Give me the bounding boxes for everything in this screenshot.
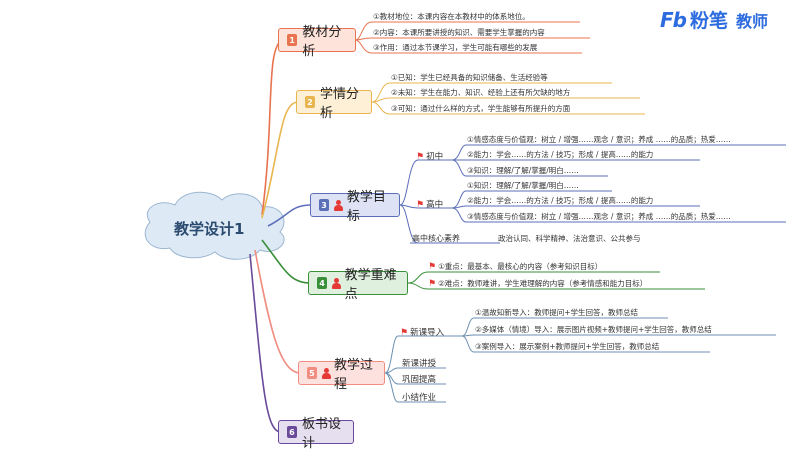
branch-mubiao[interactable]: 3 教学目标 (310, 190, 400, 224)
person-icon (334, 199, 343, 211)
number-badge-icon: 1 (287, 34, 298, 46)
branch-title: 板书设计 (301, 417, 341, 451)
number-badge-icon: 6 (287, 426, 297, 438)
core-literacy-label: 高中核心素养 (412, 234, 460, 243)
sub-node-label: 初中 (426, 152, 444, 162)
leaf-item-difficult-point: ⚑②难点：教师难讲，学生难理解的内容（参考情感和能力目标） (428, 279, 648, 289)
branch-zhongnan[interactable]: 4 教学重难点 (308, 268, 408, 302)
leaf-item: ①情感态度与价值观：树立 / 增强……观念 / 意识；养成 ……的品质；热爱…… (467, 135, 731, 144)
leaf-item: ①温故知新导入：教师提问+学生回答，教师总结 (475, 308, 639, 317)
number-badge-icon: 5 (307, 367, 317, 379)
leaf-item: ③情感态度与价值观：树立 / 增强……观念 / 意识；养成 ……的品质；热爱…… (467, 212, 731, 221)
leaf-item: ③作用：通过本节课学习，学生可能有哪些的发展 (373, 43, 538, 52)
leaf-item: ②未知：学生在能力、知识、经验上还有所欠缺的地方 (391, 88, 571, 97)
flag-icon: ⚑ (416, 200, 425, 210)
center-title: 教学设计1 (174, 220, 245, 238)
flag-icon: ⚑ (428, 279, 437, 289)
branch-banshu[interactable]: 6 板书设计 (278, 417, 354, 451)
sub-node-label: 高中 (426, 200, 444, 210)
branch-title: 教材分析 (302, 25, 342, 59)
branch-title: 学情分析 (319, 87, 359, 121)
leaf-item: ③可知：通过什么样的方式，学生能够有所提升的方面 (391, 104, 571, 113)
branch-title: 教学目标 (346, 190, 386, 224)
number-badge-icon: 2 (305, 96, 315, 108)
person-icon (332, 277, 341, 289)
leaf-item: ②能力：学会……的方法 / 技巧；形成 / 提高……的能力 (467, 196, 654, 205)
logo-mark: Fb (660, 7, 687, 32)
step-xinke-jiangshou[interactable]: 新课讲授 (402, 359, 437, 369)
core-literacy-text: 政治认同、科学精神、法治意识、公共参与 (498, 234, 641, 243)
leaf-item: ②多媒体（情境）导入：展示图片视频+教师提问+学生回答，教师总结 (475, 325, 712, 334)
brand-logo: Fb 粉笔 教师 (660, 6, 768, 33)
leaf-item: ②内容：本课所要讲授的知识、需要学生掌握的内容 (373, 28, 545, 37)
sub-node-xinke[interactable]: ⚑新课导入 (400, 326, 444, 338)
branch-xueqing[interactable]: 2 学情分析 (296, 87, 372, 121)
sub-node-chuzhong[interactable]: ⚑初中 (416, 150, 443, 162)
step-gonggu-tigao[interactable]: 巩固提高 (402, 375, 437, 385)
number-badge-icon: 3 (319, 199, 330, 211)
logo-tag: 教师 (736, 11, 769, 31)
branch-title: 教学过程 (333, 358, 373, 392)
sub-node-gaozhong[interactable]: ⚑高中 (416, 198, 443, 210)
leaf-item: ②能力：学会……的方法 / 技巧；形成 / 提高……的能力 (467, 150, 654, 159)
person-icon (321, 367, 332, 379)
leaf-item: ①教材地位：本课内容在本教材中的体系地位。 (373, 12, 530, 21)
leaf-item: ③知识：理解/了解/掌握/明白…… (467, 166, 579, 175)
logo-name: 粉笔 (689, 10, 728, 32)
branch-title: 教学重难点 (344, 268, 397, 302)
number-badge-icon: 4 (317, 277, 328, 289)
step-xiaojie-zuoye[interactable]: 小结作业 (402, 393, 437, 403)
leaf-item: ①已知：学生已经具备的知识储备、生活经验等 (391, 73, 548, 82)
flag-icon: ⚑ (400, 328, 409, 338)
leaf-item-key-point: ⚑①重点：最基本、最核心的内容（参考知识目标） (428, 262, 603, 272)
flag-icon: ⚑ (416, 152, 425, 162)
branch-jiaocai[interactable]: 1 教材分析 (278, 25, 356, 59)
flag-icon: ⚑ (428, 262, 437, 272)
sub-node-label: 新课导入 (410, 328, 445, 338)
leaf-item: ①知识：理解/了解/掌握/明白…… (467, 181, 579, 190)
leaf-item: ③案例导入：展示案例+教师提问+学生回答，教师总结 (475, 342, 660, 351)
center-cloud-shape (144, 191, 285, 260)
branch-guocheng[interactable]: 5 教学过程 (298, 358, 385, 392)
